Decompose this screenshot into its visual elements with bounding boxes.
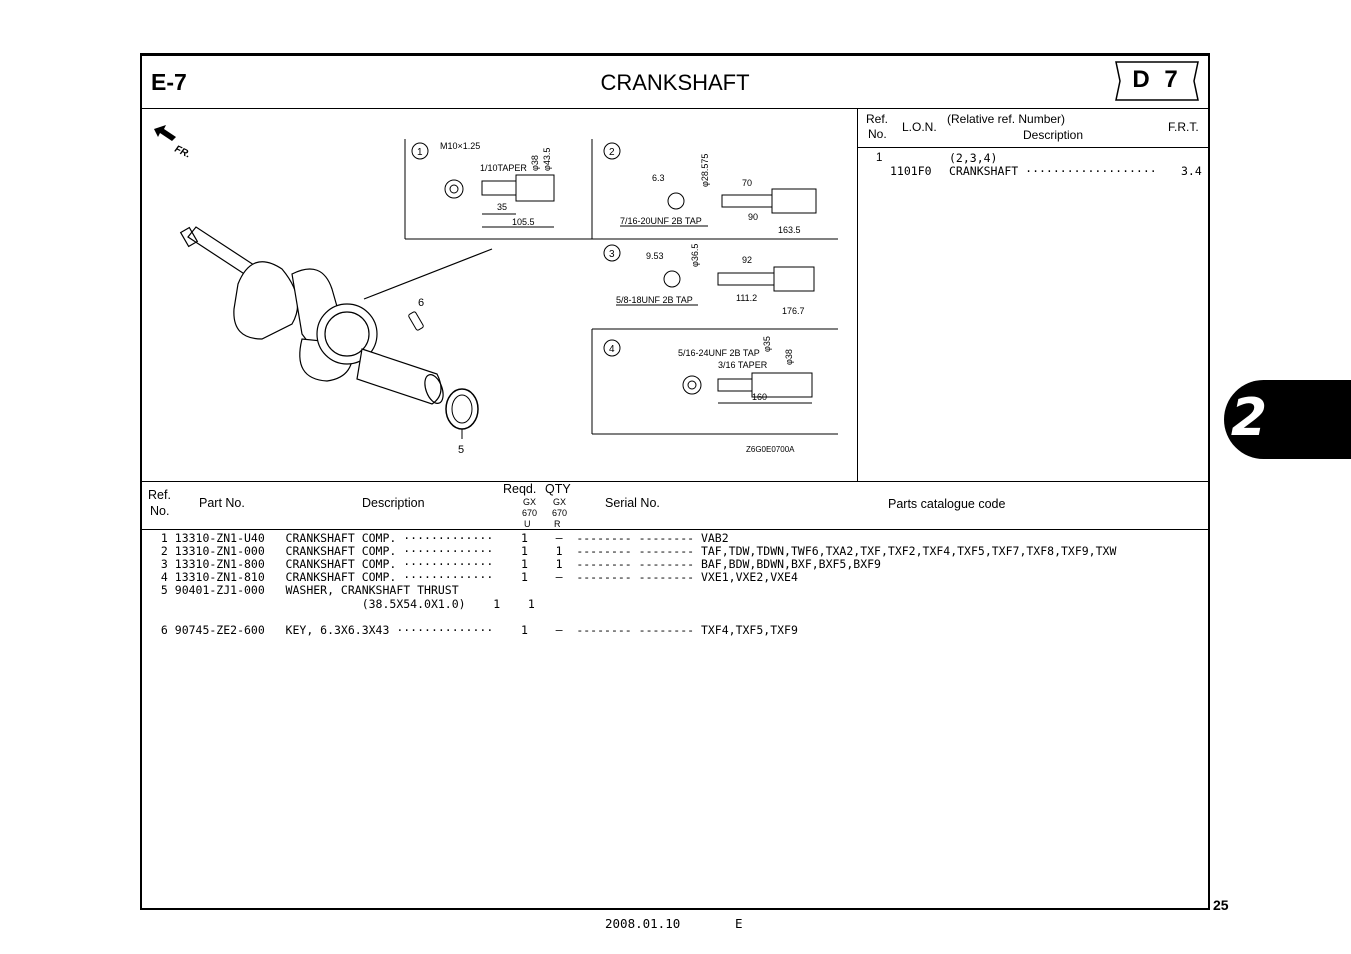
- col-qty-label: QTY: [545, 482, 571, 496]
- detail-1: 1 M10×1.25 1/10TAPER φ38 φ43.5 35 105.5: [404, 139, 593, 240]
- d2-thread: 7/16-20UNF 2B TAP: [620, 216, 702, 226]
- d4-dia2: φ38: [784, 349, 794, 365]
- table-row: 1 13310-ZN1-U40 CRANKSHAFT COMP. ·······…: [154, 531, 729, 545]
- col-gxu-model: 670: [522, 508, 538, 518]
- d2-len2: 90: [748, 212, 758, 222]
- d2-len3: 163.5: [778, 225, 801, 235]
- page-title: CRANKSHAFT: [600, 70, 750, 95]
- rp-row-lon: 1101F0: [890, 164, 932, 178]
- d3-len3: 176.7: [782, 306, 805, 316]
- d3-dia: φ36.5: [690, 244, 700, 267]
- parts-table-header: Ref. No. Part No. Description Reqd. QTY …: [142, 481, 1208, 530]
- col-catalogue-label: Parts catalogue code: [888, 497, 1006, 511]
- callout-2: 2: [609, 147, 615, 158]
- rp-lon-label: L.O.N.: [902, 120, 937, 134]
- col-reqd-label: Reqd.: [503, 482, 537, 496]
- d1-len2: 105.5: [512, 217, 535, 227]
- page-number: 25: [1213, 897, 1229, 913]
- d3-len2: 111.2: [736, 293, 757, 303]
- footer-lang: E: [735, 916, 743, 931]
- callout-1: 1: [417, 147, 423, 158]
- d1-len1: 35: [497, 202, 507, 212]
- d3-len1: 92: [742, 255, 752, 265]
- crankshaft-illustration: [179, 226, 493, 405]
- detail-4: 4 5/16-24UNF 2B TAP φ35 φ38 3/16 TAPER 1…: [591, 329, 838, 435]
- callout-5: 5: [458, 444, 464, 456]
- col-ref-label: Ref.: [148, 488, 171, 502]
- section-tab: 2: [1224, 380, 1351, 459]
- drawing-code-frame: [1115, 61, 1199, 101]
- rp-relref-label: (Relative ref. Number): [947, 112, 1066, 126]
- table-row: 5 90401-ZJ1-000 WASHER, CRANKSHAFT THRUS…: [154, 583, 459, 597]
- exploded-diagram: FR. 6: [142, 109, 858, 481]
- col-no-label: No.: [150, 504, 170, 518]
- d2-d1: 6.3: [652, 173, 665, 183]
- detail-2: 2 6.3 φ28.575 70 90 163.5 7/16-20UNF 2B …: [592, 142, 838, 240]
- rp-row-desc: CRANKSHAFT ···················: [949, 164, 1157, 178]
- rp-row-ref: 1: [876, 152, 883, 164]
- col-serial-label: Serial No.: [605, 496, 660, 510]
- d4-dia1: φ35: [762, 336, 772, 352]
- d3-d1: 9.53: [646, 251, 664, 261]
- rp-row-rel: (2,3,4): [949, 151, 998, 165]
- d3-thread: 5/8-18UNF 2B TAP: [616, 295, 693, 305]
- callout-3: 3: [609, 249, 615, 260]
- col-gxr-model: 670: [552, 508, 568, 518]
- d1-dia2: φ43.5: [542, 148, 552, 171]
- footer-date: 2008.01.10: [605, 916, 681, 931]
- d4-taper: 3/16 TAPER: [718, 360, 768, 370]
- reference-panel: Ref. No. L.O.N. (Relative ref. Number) D…: [858, 109, 1208, 481]
- table-row: (38.5X54.0X1.0) 1 1: [154, 597, 535, 611]
- rp-description-label: Description: [1023, 128, 1084, 142]
- reference-panel-header: Ref. No. L.O.N. (Relative ref. Number) D…: [858, 109, 1208, 148]
- col-partno-label: Part No.: [199, 496, 245, 510]
- rp-row-frt: 3.4: [1181, 164, 1202, 178]
- key-part: 6: [408, 297, 424, 331]
- d1-taper: 1/10TAPER: [480, 163, 527, 173]
- page-frame: E-7 CRANKSHAFT D 7 FR.: [140, 53, 1210, 910]
- direction-label: FR.: [173, 144, 192, 161]
- rp-frt-label: F.R.T.: [1168, 120, 1199, 134]
- drawing-id: Z6G0E0700A: [746, 445, 795, 454]
- section-tab-number: 2: [1230, 388, 1268, 448]
- col-gxu-label: GX: [523, 497, 537, 507]
- page-header: E-7 CRANKSHAFT D 7: [142, 56, 1208, 109]
- rp-ref-label: Ref.: [866, 112, 889, 126]
- front-direction-arrow-icon: FR.: [154, 125, 192, 161]
- d4-len1: 160: [752, 392, 767, 402]
- d1-dia1: φ38: [530, 155, 540, 171]
- col-description-label: Description: [362, 496, 425, 510]
- detail-3: 3 9.53 φ36.5 92 111.2 176.7 5/8-18UNF 2B…: [592, 244, 838, 330]
- callout-6: 6: [418, 297, 424, 309]
- d2-len1: 70: [742, 178, 752, 188]
- d2-dia: φ28.575: [700, 154, 710, 187]
- table-row: 6 90745-ZE2-600 KEY, 6.3X6.3X43 ········…: [154, 623, 798, 637]
- col-gxr-label: GX: [553, 497, 567, 507]
- table-row: 2 13310-ZN1-000 CRANKSHAFT COMP. ·······…: [154, 544, 1117, 558]
- callout-4: 4: [609, 344, 615, 355]
- rp-no-label: No.: [868, 127, 887, 141]
- d1-thread: M10×1.25: [440, 141, 480, 151]
- drawing-code: D 7: [1132, 66, 1182, 93]
- drawing-code-box: D 7: [1110, 60, 1204, 102]
- table-row: 3 13310-ZN1-800 CRANKSHAFT COMP. ·······…: [154, 557, 881, 571]
- table-row: 4 13310-ZN1-810 CRANKSHAFT COMP. ·······…: [154, 570, 798, 584]
- col-gxu-suffix: U: [524, 519, 531, 529]
- washer-part: 5: [445, 388, 479, 456]
- section-code: E-7: [151, 69, 187, 95]
- col-gxr-suffix: R: [554, 519, 561, 529]
- d4-thread: 5/16-24UNF 2B TAP: [678, 348, 760, 358]
